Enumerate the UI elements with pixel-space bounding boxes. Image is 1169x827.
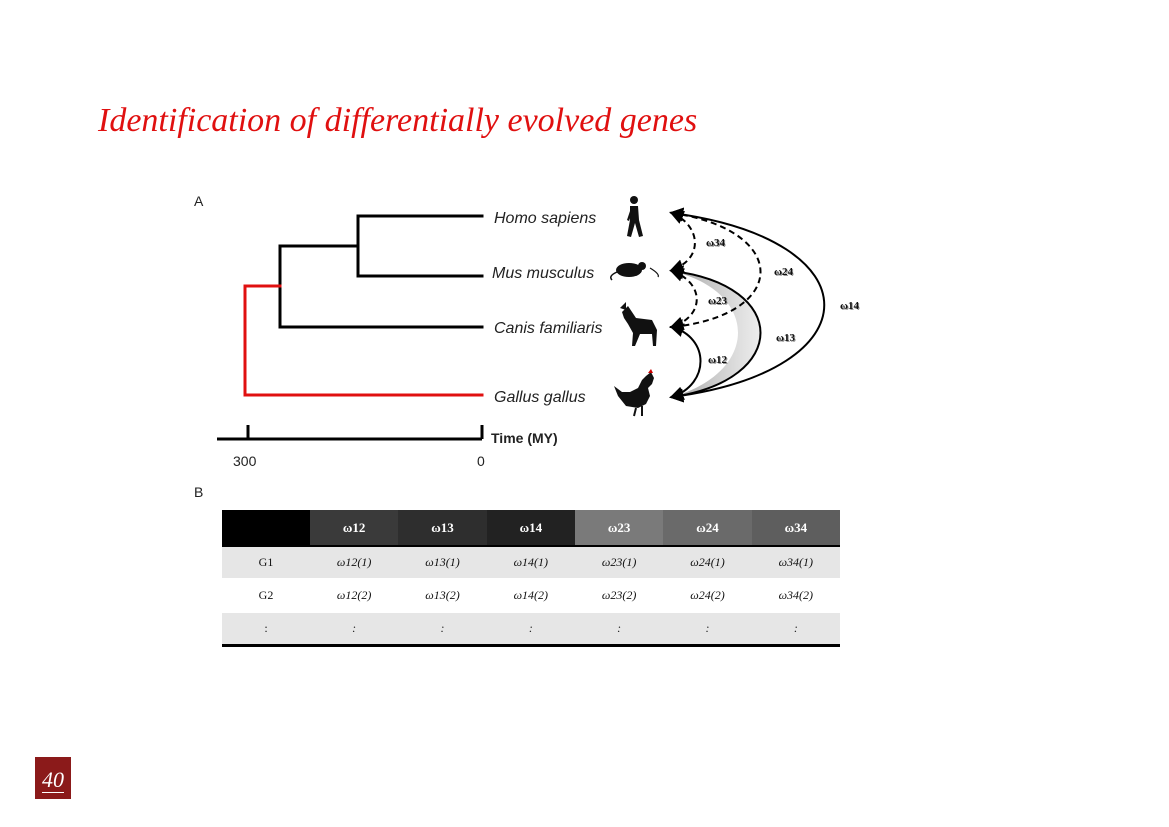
omega-label-w12-shadow: ω12 xyxy=(709,355,729,367)
table-cell: : xyxy=(486,611,575,646)
time-axis xyxy=(217,425,484,441)
omega-arcs xyxy=(669,207,826,403)
omega-label-w23: ω23 xyxy=(708,295,728,307)
panel-b-label: B xyxy=(194,484,204,500)
time-axis-tick-300: 300 xyxy=(233,453,257,469)
table-header-cell: ω23 xyxy=(574,510,664,547)
table-header-cell: ω12 xyxy=(310,510,399,547)
arc-w34 xyxy=(669,210,696,273)
dog-icon xyxy=(620,302,657,346)
table-row: G1 ω12(1) ω13(1) ω14(1) ω23(1) ω24(1) ω3… xyxy=(222,545,840,579)
table-cell: ω34(2) xyxy=(751,578,840,612)
slide-title: Identification of differentially evolved… xyxy=(98,102,698,139)
species-label-homo: Homo sapiens xyxy=(494,210,596,227)
arc-w12 xyxy=(669,323,702,400)
arc-shade-w13 xyxy=(672,271,761,397)
phylogeny-diagram: Homo sapiens Mus musculus Canis familiar… xyxy=(217,196,861,469)
arc-w13 xyxy=(669,265,762,403)
table-header-cell: ω34 xyxy=(751,510,840,547)
table-cell: : xyxy=(574,611,664,646)
arc-w23 xyxy=(669,268,698,331)
table-cell: ω24(1) xyxy=(663,545,752,579)
table-header-row: ω12 ω13 ω14 ω23 ω24 ω34 xyxy=(222,510,840,547)
time-axis-label: Time (MY) xyxy=(491,430,558,446)
table-cell: : xyxy=(398,611,487,646)
mouse-icon xyxy=(610,262,659,281)
table-cell: ω23(2) xyxy=(574,578,664,612)
table-cell: ω13(1) xyxy=(398,545,487,579)
omega-label-w23-shadow: ω23 xyxy=(709,296,729,308)
table-row: G2 ω12(2) ω13(2) ω14(2) ω23(2) ω24(2) ω3… xyxy=(222,578,840,612)
page-number-badge: 40 xyxy=(35,757,71,799)
table-cell: ω24(2) xyxy=(663,578,752,612)
omega-table: ω12 ω13 ω14 ω23 ω24 ω34 G1 ω12(1) ω13(1)… xyxy=(222,510,840,647)
table-cell: ω12(1) xyxy=(310,545,399,579)
table-cell: ω23(1) xyxy=(574,545,664,579)
table-cell: ω34(1) xyxy=(751,545,840,579)
page-number: 40 xyxy=(42,767,64,793)
omega-label-w34: ω34 xyxy=(706,237,726,249)
omega-label-w24: ω24 xyxy=(774,266,794,278)
table-cell: ω13(2) xyxy=(398,578,487,612)
omega-label-w14: ω14 xyxy=(840,300,860,312)
table-row-label: : xyxy=(222,611,310,646)
table-cell: ω14(2) xyxy=(486,578,575,612)
table-header-cell: ω24 xyxy=(663,510,752,547)
table-cell: : xyxy=(751,611,840,646)
arc-w24 xyxy=(669,207,762,333)
table-cell: : xyxy=(663,611,752,646)
arc-w14 xyxy=(669,207,826,403)
table-row-label: G1 xyxy=(222,545,310,579)
omega-label-w34-shadow: ω34 xyxy=(707,238,727,250)
species-label-canis: Canis familiaris xyxy=(494,320,602,337)
tree-branches xyxy=(243,214,484,397)
omega-label-w13-shadow: ω13 xyxy=(777,333,797,345)
omega-label-w12: ω12 xyxy=(708,354,728,366)
table-row-label: G2 xyxy=(222,578,310,612)
table-header-corner xyxy=(222,510,310,547)
panel-a-label: A xyxy=(194,193,204,209)
table-header-cell: ω14 xyxy=(486,510,575,547)
table-cell: : xyxy=(310,611,399,646)
rooster-icon xyxy=(614,369,654,417)
omega-label-w14-shadow: ω14 xyxy=(841,301,861,313)
table-header-cell: ω13 xyxy=(398,510,487,547)
species-label-gallus: Gallus gallus xyxy=(494,389,586,406)
table-cell: ω14(1) xyxy=(486,545,575,579)
time-axis-tick-0: 0 xyxy=(477,453,485,469)
human-icon xyxy=(627,196,643,237)
table-row: : : : : : : : xyxy=(222,611,840,646)
omega-label-w24-shadow: ω24 xyxy=(775,267,795,279)
omega-label-w13: ω13 xyxy=(776,332,796,344)
species-label-mus: Mus musculus xyxy=(492,265,594,282)
table-cell: ω12(2) xyxy=(310,578,399,612)
